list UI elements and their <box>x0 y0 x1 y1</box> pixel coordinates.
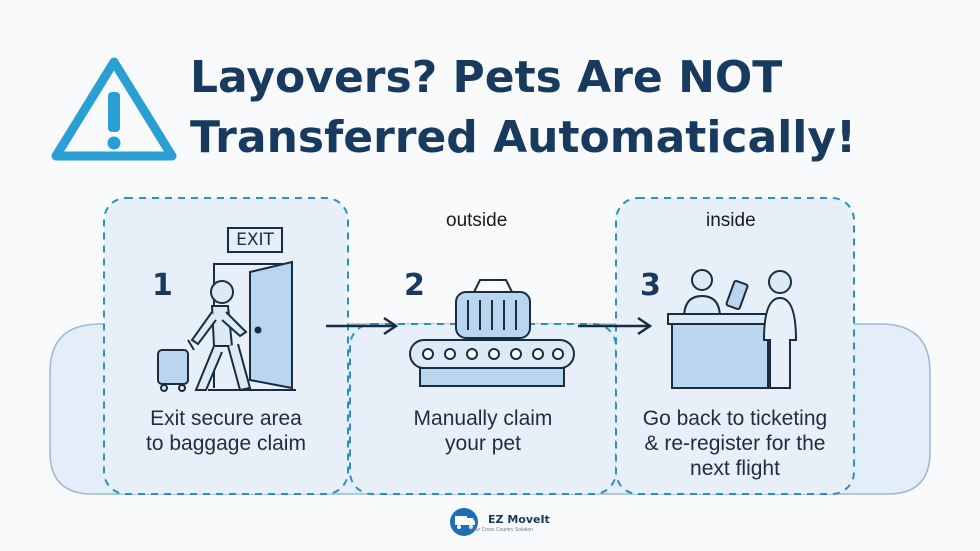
step-1-caption: Exit secure area to baggage claim <box>104 406 348 456</box>
step-3-number: 3 <box>640 268 661 303</box>
step-3-caption-line-2: & re-register for the <box>644 432 826 455</box>
title-line-1: Layovers? Pets Are NOT <box>190 52 783 103</box>
step-3-location-label: inside <box>706 210 756 231</box>
step-2-location-label: outside <box>446 210 508 231</box>
step-2-caption: Manually claim your pet <box>352 406 614 456</box>
step-3-caption-line-1: Go back to ticketing <box>642 407 828 430</box>
step-3-caption-line-3: next flight <box>690 457 780 480</box>
arrow-2-to-3 <box>578 316 653 336</box>
step-2-caption-line-1: Manually claim <box>413 407 553 430</box>
step-3-caption: Go back to ticketing & re-register for t… <box>616 406 854 481</box>
pet-crate-conveyor-icon <box>409 279 575 387</box>
moving-truck-logo-icon <box>450 508 478 536</box>
walking-person-icon <box>157 280 252 392</box>
step-1-number: 1 <box>152 268 173 303</box>
exit-sign-label: EXIT <box>236 230 274 250</box>
step-1-caption-line-1: Exit secure area <box>150 407 302 430</box>
exit-door-icon <box>208 227 296 391</box>
logo-tagline: Your Cross Country Solution <box>470 527 533 533</box>
logo-name: EZ MoveIt <box>488 513 550 526</box>
arrow-1-to-2 <box>326 316 399 336</box>
step-2-number: 2 <box>404 268 425 303</box>
step-1-caption-line-2: to baggage claim <box>146 432 306 455</box>
ticket-counter-icon <box>667 269 798 389</box>
warning-triangle-icon <box>51 57 177 161</box>
title-line-2: Transferred Automatically! <box>190 112 857 163</box>
step-2-caption-line-2: your pet <box>445 432 521 455</box>
